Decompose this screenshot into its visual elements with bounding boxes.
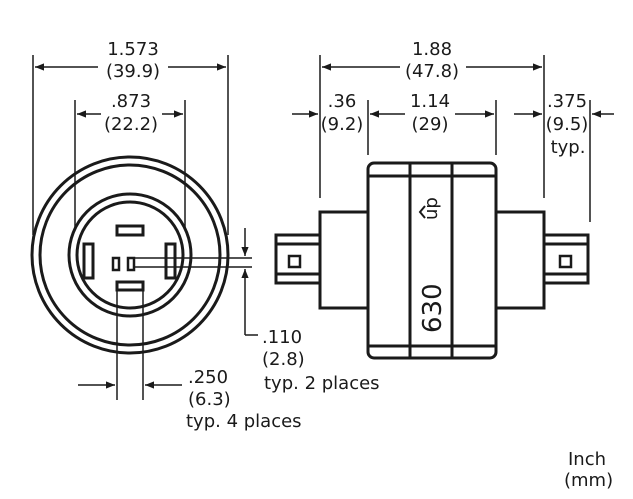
right-flange: [494, 210, 546, 310]
overall-length-inch: 1.88: [412, 39, 452, 60]
model-number: 630: [418, 283, 448, 333]
body-length-mm: (29): [412, 114, 449, 135]
inner-diameter-inch: .873: [111, 91, 151, 112]
right-terminal-mm: (9.5): [546, 114, 589, 135]
overall-diameter-mm: (39.9): [106, 61, 160, 82]
overall-diameter-inch: 1.573: [107, 39, 159, 60]
slot-width-mm: (2.8): [262, 349, 305, 370]
units-legend-mm: (mm): [564, 470, 613, 491]
inner-face: [75, 200, 185, 310]
right-blade-hole: [558, 254, 573, 269]
center-slot-left: [111, 256, 121, 272]
right-terminal-inch: .375: [547, 91, 587, 112]
left-terminal-mm: (9.2): [321, 114, 364, 135]
inner-diameter-mm: (22.2): [104, 114, 158, 135]
units-legend-inch: Inch: [568, 449, 606, 470]
side-view: [274, 161, 590, 360]
front-view: [30, 155, 230, 355]
right-terminal-note: typ.: [551, 137, 586, 158]
outer-ring: [30, 155, 230, 355]
front-view-dimensions: [32, 55, 258, 400]
up-arrow-icon: [418, 205, 426, 219]
blade-slot-top: [115, 224, 145, 237]
up-marker: up: [418, 197, 442, 220]
blade-width-inch: .250: [188, 367, 228, 388]
left-blade-hole: [287, 254, 302, 269]
blade-width-mm: (6.3): [188, 389, 231, 410]
center-slot-right: [126, 256, 136, 272]
overall-length-mm: (47.8): [405, 61, 459, 82]
blade-slot-right: [164, 242, 177, 280]
left-terminal-inch: .36: [328, 91, 357, 112]
left-blade: [274, 233, 322, 285]
blade-slot-left: [82, 242, 95, 280]
body-length-inch: 1.14: [410, 91, 450, 112]
side-view-dimensions: [292, 55, 614, 222]
inner-body: [67, 192, 193, 318]
left-flange: [318, 210, 370, 310]
blade-width-note: typ. 4 places: [186, 411, 302, 432]
main-body: [366, 161, 498, 360]
up-text: up: [421, 197, 442, 220]
slot-width-note: typ. 2 places: [264, 373, 380, 394]
slot-width-inch: .110: [262, 327, 302, 348]
blade-slot-bottom: [115, 280, 145, 292]
right-blade: [542, 233, 590, 285]
outer-ring-inner-edge: [38, 163, 222, 347]
